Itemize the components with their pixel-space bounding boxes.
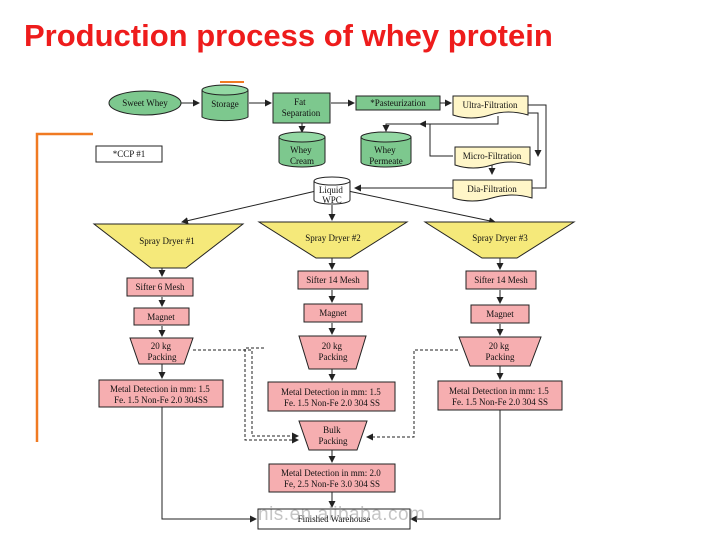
ultra-filtration-doc: Ultra-Filtration (452, 95, 529, 119)
sweet-whey-label: Sweet Whey (122, 98, 168, 108)
sifter-3-label: Sifter 14 Mesh (474, 275, 528, 285)
dia-filtration-label: Dia-Filtration (467, 184, 517, 194)
metal-detection-1-line2: Fe. 1.5 Non-Fe 2.0 304SS (114, 395, 208, 405)
svg-text:20 kg Packing: 20 kg Packing (148, 341, 177, 362)
packing-1-line1: 20 kg (151, 341, 172, 351)
svg-text:Metal Detection in mm: 1.5: Metal Detection in mm: 1.5 Fe. 1.5 Non-F… (281, 387, 383, 408)
metal-detection-bulk: Metal Detection in mm: 2.0 Fe, 2.5 Non-F… (268, 463, 396, 493)
magnet-1-label: Magnet (147, 312, 175, 322)
metal-detection-3-line1: Metal Detection in mm: 1.5 (449, 386, 549, 396)
spray-dryer-1: Spray Dryer #1 (92, 223, 245, 269)
svg-text:Metal Detection in mm: 1.5: Metal Detection in mm: 1.5 Fe. 1.5 Non-F… (110, 384, 212, 405)
metal-detection-2-line1: Metal Detection in mm: 1.5 (281, 387, 381, 397)
ultra-filtration-label: Ultra-Filtration (463, 100, 518, 110)
packing-1: 20 kg Packing (129, 337, 194, 365)
fat-separation-line2: Separation (282, 108, 321, 118)
svg-text:Whey Permeate: Whey Permeate (369, 145, 402, 166)
magnet-3-label: Magnet (486, 309, 514, 319)
packing-2-line1: 20 kg (322, 341, 343, 351)
bulk-packing: Bulk Packing (298, 420, 368, 451)
dashed-connectors (193, 347, 458, 444)
svg-text:Fat Separation: Fat Separation (282, 97, 321, 118)
spray-dryer-3-label: Spray Dryer #3 (472, 233, 528, 243)
spray-dryer-3: Spray Dryer #3 (423, 221, 576, 259)
sifter-2-label: Sifter 14 Mesh (306, 275, 360, 285)
ccp-label-box: *CCP #1 (95, 145, 163, 163)
bulk-packing-line2: Packing (319, 436, 348, 446)
slide-title: Production process of whey protein (24, 18, 553, 53)
whey-permeate-cylinder: Whey Permeate (360, 131, 412, 168)
packing-1-line2: Packing (148, 352, 177, 362)
metal-detection-2-line2: Fe. 1.5 Non-Fe 2.0 304 SS (284, 398, 380, 408)
sifter-1-label: Sifter 6 Mesh (136, 282, 185, 292)
packing-3-line2: Packing (486, 352, 515, 362)
magnet-2: Magnet (303, 303, 363, 323)
svg-text:Metal Detection in mm: 2.0: Metal Detection in mm: 2.0 Fe, 2.5 Non-F… (281, 468, 383, 489)
watermark: nis.en.alibaba.com (258, 504, 426, 525)
metal-detection-2: Metal Detection in mm: 1.5 Fe. 1.5 Non-F… (267, 381, 396, 412)
packing-3-line1: 20 kg (489, 341, 510, 351)
sifter-3: Sifter 14 Mesh (465, 270, 537, 290)
svg-text:Liquid WPC: Liquid WPC (319, 185, 345, 205)
pasteurization-label: *Pasteurization (370, 98, 426, 108)
magnet-1: Magnet (133, 307, 190, 326)
sifter-2: Sifter 14 Mesh (297, 270, 369, 290)
svg-text:20 kg Packing: 20 kg Packing (319, 341, 348, 362)
metal-detection-3-line2: Fe. 1.5 Non-Fe 2.0 304 SS (452, 397, 548, 407)
magnet-3: Magnet (470, 304, 530, 324)
sweet-whey-oval: Sweet Whey (108, 90, 182, 116)
accent-bracket (35, 132, 93, 442)
packing-2: 20 kg Packing (298, 335, 367, 370)
liquid-wpc-line2: WPC (322, 195, 342, 205)
whey-cream-cylinder: Whey Cream (278, 131, 326, 168)
liquid-wpc-cylinder: Liquid WPC (313, 176, 351, 205)
whey-permeate-line2: Permeate (369, 156, 402, 166)
spray-dryer-2: Spray Dryer #2 (257, 221, 409, 259)
liquid-wpc-line1: Liquid (319, 185, 343, 195)
metal-detection-3: Metal Detection in mm: 1.5 Fe. 1.5 Non-F… (437, 380, 563, 411)
micro-filtration-label: Micro-Filtration (463, 151, 522, 161)
packing-3: 20 kg Packing (458, 336, 542, 367)
svg-text:Metal Detection in mm: 1.5: Metal Detection in mm: 1.5 Fe. 1.5 Non-F… (449, 386, 551, 407)
spray-dryer-2-label: Spray Dryer #2 (305, 233, 361, 243)
metal-detection-1-line1: Metal Detection in mm: 1.5 (110, 384, 210, 394)
micro-filtration-doc: Micro-Filtration (454, 146, 531, 169)
metal-detection-bulk-line1: Metal Detection in mm: 2.0 (281, 468, 381, 478)
metal-detection-1: Metal Detection in mm: 1.5 Fe. 1.5 Non-F… (98, 379, 224, 408)
dia-filtration-doc: Dia-Filtration (452, 179, 533, 202)
whey-cream-line1: Whey (290, 145, 312, 155)
bulk-packing-line1: Bulk (323, 425, 341, 435)
ccp-label-text: *CCP #1 (113, 149, 145, 159)
whey-permeate-line1: Whey (374, 145, 396, 155)
svg-text:Bulk Packing: Bulk Packing (319, 425, 348, 446)
spray-dryer-1-label: Spray Dryer #1 (139, 236, 195, 246)
fat-separation-line1: Fat (294, 97, 306, 107)
finished-warehouse: Finished Warehouse (257, 508, 411, 530)
magnet-2-label: Magnet (319, 308, 347, 318)
storage-cylinder: Storage (201, 84, 249, 122)
svg-text:Whey Cream: Whey Cream (290, 145, 314, 166)
finished-warehouse-label: Finished Warehouse (298, 514, 371, 524)
sifter-1: Sifter 6 Mesh (126, 277, 194, 297)
metal-detection-bulk-line2: Fe, 2.5 Non-Fe 3.0 304 SS (284, 479, 380, 489)
svg-text:20 kg Packing: 20 kg Packing (486, 341, 515, 362)
pasteurization-box: *Pasteurization (355, 95, 441, 111)
storage-label: Storage (211, 99, 239, 109)
packing-2-line2: Packing (319, 352, 348, 362)
whey-cream-line2: Cream (290, 156, 314, 166)
fat-separation-box: Fat Separation (272, 92, 331, 124)
